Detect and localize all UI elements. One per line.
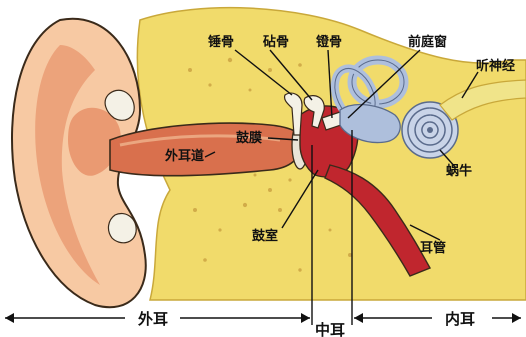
label-cochlea: 蜗牛 [446, 163, 472, 179]
label-ear-canal: 外耳道 [164, 148, 204, 164]
label-auditory-nerve: 听神经 [476, 58, 515, 74]
label-stapes: 镫骨 [315, 34, 342, 50]
ear-canal [110, 123, 305, 176]
section-middle-ear: 中耳 [315, 321, 345, 337]
section-outer-ear: 外耳 [137, 310, 168, 328]
cartilage-lower [108, 214, 136, 243]
label-vestibular-window: 前庭窗 [408, 34, 447, 50]
label-tympanic-cavity: 鼓室 [252, 228, 278, 244]
label-eardrum: 鼓膜 [236, 130, 262, 146]
label-malleus: 锤骨 [207, 34, 234, 50]
label-incus: 砧骨 [263, 34, 289, 50]
section-axis [5, 313, 521, 323]
section-inner-ear: 内耳 [445, 310, 475, 328]
label-eustachian-tube: 耳管 [420, 240, 446, 256]
